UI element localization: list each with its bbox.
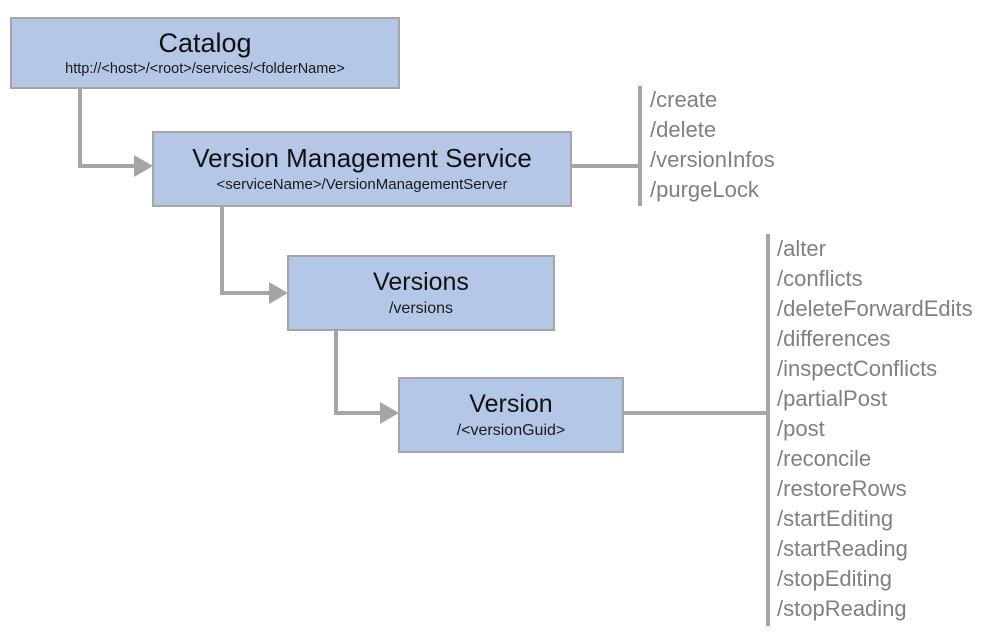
operation-item[interactable]: /startReading (777, 536, 908, 561)
node-versions[interactable]: Versions /versions (287, 255, 555, 331)
operation-item[interactable]: /post (777, 416, 825, 441)
node-catalog[interactable]: Catalog http://<host>/<root>/services/<f… (10, 17, 400, 89)
connector-service-operations-stem (572, 164, 642, 168)
connector-service-to-versions-horizontal (220, 291, 272, 295)
arrowhead-service-to-versions (269, 282, 288, 304)
connector-catalog-to-service-horizontal (78, 164, 136, 168)
connector-versions-to-version-vertical (334, 331, 338, 415)
node-catalog-path: http://<host>/<root>/services/<folderNam… (65, 60, 345, 77)
node-version-management-service-title: Version Management Service (192, 142, 532, 173)
node-version-management-service[interactable]: Version Management Service <serviceName>… (152, 131, 572, 207)
operation-item[interactable]: /reconcile (777, 446, 872, 471)
bracket-service-operations (638, 86, 642, 206)
operation-item[interactable]: /delete (650, 117, 717, 142)
bracket-version-operations (766, 234, 770, 626)
arrowhead-catalog-to-service (134, 155, 153, 177)
operation-item[interactable]: /alter (777, 236, 826, 261)
connector-versions-to-version-horizontal (334, 411, 382, 415)
operation-item[interactable]: /versionInfos (650, 147, 775, 172)
version-operations-list: /alter/conflicts/deleteForwardEdits/diff… (777, 234, 973, 624)
connector-service-to-versions-vertical (220, 207, 224, 295)
operation-item[interactable]: /purgeLock (650, 177, 759, 202)
operation-item[interactable]: /differences (777, 326, 891, 351)
node-version[interactable]: Version /<versionGuid> (398, 377, 624, 453)
arrowhead-versions-to-version (380, 402, 399, 424)
operation-item[interactable]: /create (650, 87, 718, 112)
node-version-title: Version (469, 389, 553, 418)
connector-catalog-to-service-vertical (78, 88, 82, 168)
operation-item[interactable]: /inspectConflicts (777, 356, 938, 381)
node-versions-path: /versions (388, 299, 454, 317)
operation-item[interactable]: /partialPost (777, 386, 888, 411)
connector-version-operations-stem (624, 411, 770, 415)
node-catalog-title: Catalog (158, 27, 252, 58)
operation-item[interactable]: /startEditing (777, 506, 894, 531)
node-versions-title: Versions (373, 267, 469, 296)
operation-item[interactable]: /conflicts (777, 266, 863, 291)
operation-item[interactable]: /stopReading (777, 596, 907, 621)
node-version-management-service-path: <serviceName>/VersionManagementServer (216, 176, 508, 194)
node-version-path: /<versionGuid> (456, 421, 566, 439)
operation-item[interactable]: /stopEditing (777, 566, 892, 591)
operation-item[interactable]: /deleteForwardEdits (777, 296, 973, 321)
operation-item[interactable]: /restoreRows (777, 476, 907, 501)
service-operations-list: /create/delete/versionInfos/purgeLock (650, 85, 775, 205)
